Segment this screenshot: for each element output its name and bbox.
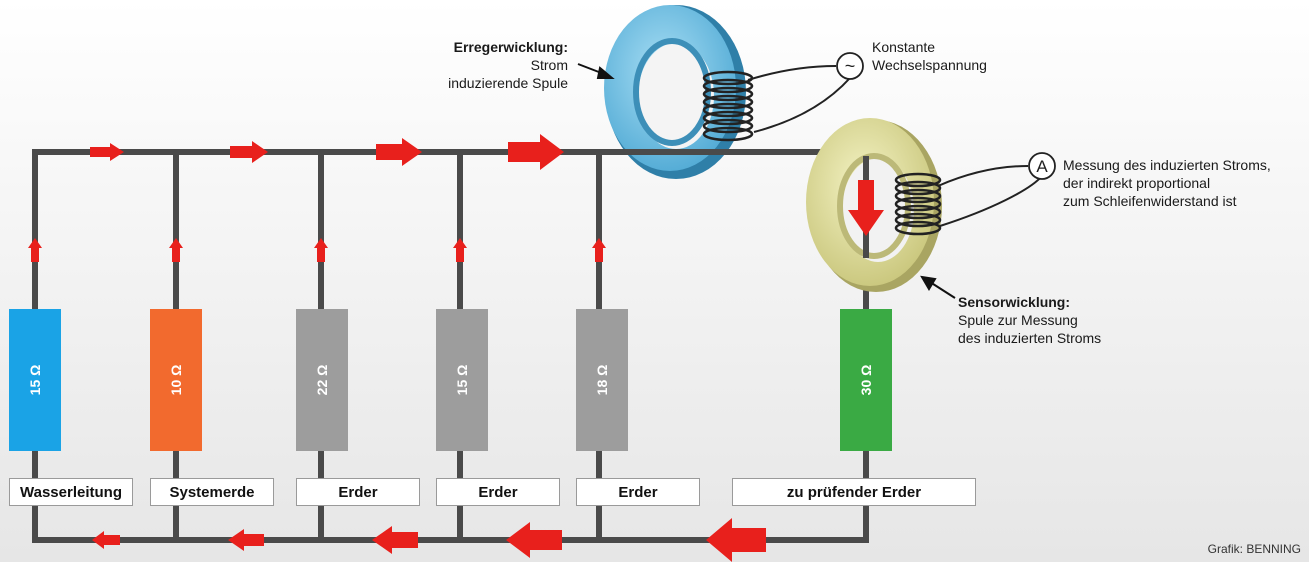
resistor-5: 18 Ω — [576, 309, 628, 451]
sensor-line2: des induzierten Stroms — [958, 330, 1102, 346]
resistor-5-value: 18 Ω — [594, 365, 610, 396]
label-box-erder-3: Erder — [576, 478, 700, 506]
source-leads — [747, 65, 1043, 227]
ammeter-label: Messung des induzierten Stroms, der indi… — [1063, 156, 1271, 210]
credit-text: Grafik: BENNING — [1207, 542, 1301, 556]
up-arrow-5 — [592, 238, 606, 262]
voltage-line1: Konstante — [872, 39, 936, 55]
excitation-winding — [702, 70, 754, 142]
resistor-1-value: 15 Ω — [27, 365, 43, 396]
bottom-arrow-5 — [706, 518, 766, 562]
up-arrow-2 — [169, 238, 183, 262]
label-box-test-earth: zu prüfender Erder — [732, 478, 976, 506]
up-arrow-3 — [314, 238, 328, 262]
down-arrow-sensor — [848, 180, 884, 236]
bottom-arrow-2 — [228, 529, 264, 551]
label-box-systemerde: Systemerde — [150, 478, 274, 506]
bottom-arrow-1 — [92, 531, 120, 549]
ammeter-glyph: A — [1036, 157, 1048, 176]
top-arrow-1 — [90, 143, 124, 161]
sensor-winding — [894, 172, 942, 236]
current-arrows-bottom — [92, 518, 766, 562]
resistor-4: 15 Ω — [436, 309, 488, 451]
sensor-title: Sensorwicklung: — [958, 294, 1071, 310]
excitation-title: Erregerwicklung: — [453, 39, 568, 55]
up-arrow-4 — [453, 238, 467, 262]
label-box-erder-2: Erder — [436, 478, 560, 506]
resistor-2-value: 10 Ω — [168, 365, 184, 396]
current-arrows-vertical — [28, 180, 884, 262]
voltage-source-symbol: ~ — [836, 52, 864, 80]
voltage-source-glyph: ~ — [845, 56, 856, 76]
top-arrow-4 — [508, 134, 564, 170]
resistor-1: 15 Ω — [9, 309, 61, 451]
up-arrow-1 — [28, 238, 42, 262]
excitation-line2: induzierende Spule — [448, 75, 568, 91]
current-arrows-top — [90, 134, 564, 170]
resistor-3: 22 Ω — [296, 309, 348, 451]
excitation-callout: Erregerwicklung: Strom induzierende Spul… — [400, 38, 568, 92]
resistor-2: 10 Ω — [150, 309, 202, 451]
callout-pointers — [577, 63, 956, 299]
bottom-arrow-4 — [506, 522, 562, 558]
resistor-3-value: 22 Ω — [314, 365, 330, 396]
ammeter-line2: der indirekt proportional — [1063, 175, 1211, 191]
sensor-line1: Spule zur Messung — [958, 312, 1078, 328]
label-box-wasserleitung: Wasserleitung — [9, 478, 133, 506]
resistor-6-value: 30 Ω — [858, 365, 874, 396]
excitation-coil-ring — [604, 5, 746, 179]
voltage-line2: Wechselspannung — [872, 57, 987, 73]
ammeter-symbol: A — [1028, 152, 1056, 180]
resistor-4-value: 15 Ω — [454, 365, 470, 396]
bottom-arrow-3 — [372, 526, 418, 554]
ammeter-line1: Messung des induzierten Stroms, — [1063, 157, 1271, 173]
voltage-source-label: Konstante Wechselspannung — [872, 38, 987, 74]
label-box-erder-1: Erder — [296, 478, 420, 506]
top-arrow-2 — [230, 141, 268, 163]
resistor-6: 30 Ω — [840, 309, 892, 451]
top-arrow-3 — [376, 138, 422, 166]
excitation-line1: Strom — [530, 57, 568, 73]
ammeter-line3: zum Schleifenwiderstand ist — [1063, 193, 1237, 209]
sensor-callout: Sensorwicklung: Spule zur Messung des in… — [958, 293, 1101, 347]
